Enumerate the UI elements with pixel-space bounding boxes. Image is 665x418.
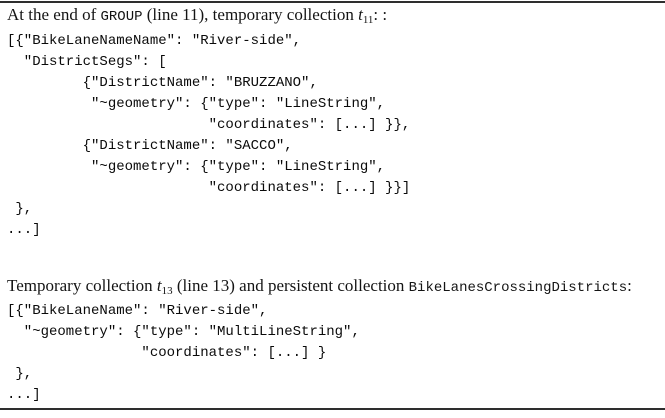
bottom-rule: [0, 408, 665, 410]
caption-group-result: At the end of GROUP (line 11), temporary…: [7, 5, 387, 27]
code-line: },: [7, 366, 33, 382]
math-subscript: 13: [161, 285, 173, 297]
code-line: [{"BikeLaneNameName": "River-side",: [7, 33, 302, 49]
inline-code-collection-name: BikeLanesCrossingDistricts: [408, 280, 628, 296]
code-line: "~geometry": {"type": "MultiLineString",: [7, 324, 360, 340]
caption-t13-result: Temporary collection t13 (line 13) and p…: [7, 276, 632, 298]
code-line: "coordinates": [...] }},: [7, 117, 411, 133]
code-line: ...]: [7, 387, 41, 403]
math-var-t: t: [358, 5, 363, 24]
math-var-t: t: [156, 276, 162, 295]
caption-text: : :: [373, 5, 388, 24]
code-line: "coordinates": [...] }}]: [7, 180, 411, 196]
code-line: "~geometry": {"type": "LineString",: [7, 159, 386, 175]
math-subscript: 11: [362, 14, 374, 26]
inline-code-group: GROUP: [100, 9, 143, 25]
caption-text: At the end of: [7, 5, 101, 24]
top-rule: [0, 1, 665, 3]
code-line: [{"BikeLaneName": "River-side",: [7, 303, 268, 319]
code-block-t11: [{"BikeLaneNameName": "River-side", "Dis…: [7, 31, 410, 241]
code-line: {"DistrictName": "SACCO",: [7, 138, 293, 154]
code-line: {"DistrictName": "BRUZZANO",: [7, 75, 318, 91]
caption-text: :: [627, 276, 632, 295]
code-line: ...]: [7, 222, 41, 238]
caption-text: Temporary collection: [7, 276, 157, 295]
code-line: "~geometry": {"type": "LineString",: [7, 96, 386, 112]
code-line: "coordinates": [...] }: [7, 345, 327, 361]
code-block-t13: [{"BikeLaneName": "River-side", "~geomet…: [7, 301, 360, 406]
caption-text: (line 13) and persistent collection: [172, 276, 409, 295]
code-line: },: [7, 201, 33, 217]
code-line: "DistrictSegs": [: [7, 54, 167, 70]
caption-text: (line 11), temporary collection: [142, 5, 359, 24]
